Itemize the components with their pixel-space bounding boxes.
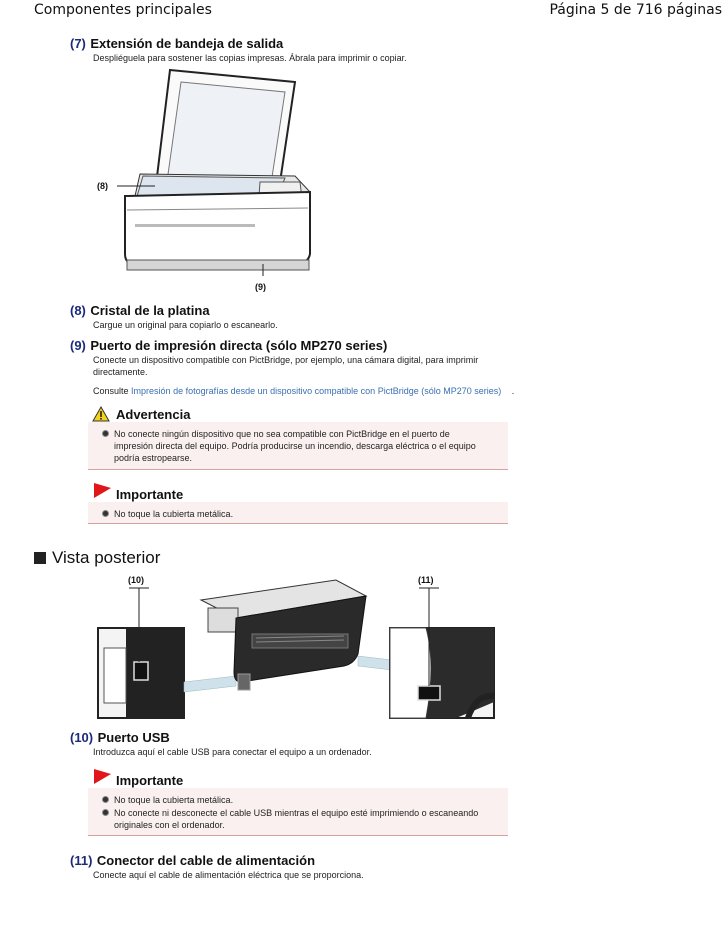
item-11-heading: (11) Conector del cable de alimentación [70, 852, 315, 870]
section-rear-view: Vista posterior [34, 548, 160, 568]
important-line: No toque la cubierta metálica. [114, 509, 234, 519]
item-number: (7) [70, 36, 86, 51]
item-number: (9) [70, 338, 86, 353]
item-title: Puerto de impresión directa (sólo MP270 … [90, 338, 388, 353]
item-10-description: Introduzca aquí el cable USB para conect… [93, 747, 372, 757]
bullet-icon [102, 796, 109, 803]
warning-line: No conecte ningún dispositivo que no sea… [114, 429, 450, 439]
figure-label-10: (10) [128, 575, 145, 585]
desc-line: Conecte un dispositivo compatible con Pi… [93, 355, 479, 365]
document-title: Componentes principales [34, 2, 212, 18]
square-bullet-icon [34, 552, 46, 564]
bullet-icon [102, 510, 109, 517]
item-8-heading: (8) Cristal de la platina [70, 302, 210, 320]
consult-text: Consulte [93, 386, 129, 396]
important-line: No toque la cubierta metálica. [114, 795, 234, 805]
printer-open-lid-image [117, 68, 312, 276]
item-9-heading: (9) Puerto de impresión directa (sólo MP… [70, 337, 387, 355]
item-9-description: Conecte un dispositivo compatible con Pi… [93, 354, 523, 378]
item-title: Puerto USB [97, 730, 170, 745]
item-number: (10) [70, 730, 94, 745]
important-title: Importante [116, 773, 184, 788]
figure-label-8: (8) [97, 181, 108, 191]
printer-front-illustration: (8) (9) [95, 64, 325, 296]
important-line: No conecte ni desconecte el cable USB mi… [114, 808, 479, 818]
bullet-icon [102, 809, 109, 816]
important-callout-1: Importante No toque la cubierta metálica… [88, 482, 508, 524]
figure-label-9: (9) [255, 282, 266, 292]
item-9-consult: Consulte Impresión de fotografías desde … [93, 385, 514, 397]
important-item: No conecte ni desconecte el cable USB mi… [102, 807, 514, 831]
warning-callout: Advertencia No conecte ningún dispositiv… [88, 404, 508, 470]
warning-item: No conecte ningún dispositivo que no sea… [102, 428, 514, 464]
warning-title: Advertencia [116, 407, 191, 422]
item-7-description: Despliéguela para sostener las copias im… [93, 53, 407, 63]
item-number: (8) [70, 303, 86, 318]
item-7-heading: (7) Extensión de bandeja de salida [70, 35, 283, 53]
warning-line: impresión directa del equipo. Podría pro… [114, 441, 476, 451]
item-8-description: Cargue un original para copiarlo o escan… [93, 320, 278, 330]
warning-line: podría estropearse. [114, 453, 193, 463]
item-10-heading: (10) Puerto USB [70, 729, 170, 747]
important-item: No toque la cubierta metálica. [102, 508, 514, 520]
important-item: No toque la cubierta metálica. [102, 794, 514, 806]
consult-period: . [511, 386, 515, 396]
pictbridge-link[interactable]: Impresión de fotografías desde un dispos… [131, 386, 502, 396]
item-title: Conector del cable de alimentación [96, 853, 316, 868]
item-title: Cristal de la platina [90, 303, 210, 318]
page-header: Componentes principales Página 5 de 716 … [0, 0, 728, 22]
important-line: originales con el ordenador. [114, 820, 225, 830]
page-counter: Página 5 de 716 páginas [549, 2, 722, 18]
item-11-description: Conecte aquí el cable de alimentación el… [93, 870, 364, 880]
warning-triangle-icon [92, 406, 110, 422]
important-callout-2: Importante No toque la cubierta metálica… [88, 768, 508, 836]
printer-rear-image [97, 579, 495, 720]
item-title: Extensión de bandeja de salida [90, 36, 284, 51]
printer-rear-illustration: (10) (11) [96, 574, 496, 724]
important-title: Importante [116, 487, 184, 502]
desc-line: directamente. [93, 367, 148, 377]
bullet-icon [102, 430, 109, 437]
section-title: Vista posterior [52, 548, 161, 567]
figure-label-11: (11) [418, 575, 434, 585]
red-flag-icon [94, 483, 111, 498]
red-flag-icon [94, 769, 111, 784]
item-number: (11) [70, 853, 93, 868]
